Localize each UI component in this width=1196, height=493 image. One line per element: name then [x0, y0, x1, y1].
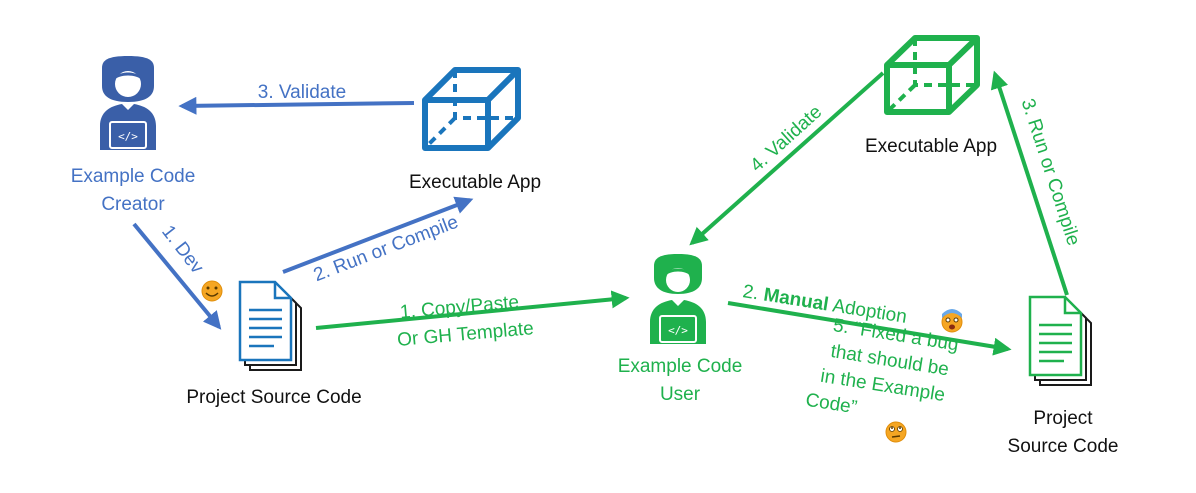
rolling-eyes-emoji-icon [885, 421, 907, 443]
arrow-dev [132, 222, 222, 330]
arrow-adoption [727, 301, 1012, 356]
arrow-copy-paste [315, 290, 630, 330]
left-source-label: Project Source Code [186, 387, 361, 408]
arrow-validate-left [178, 96, 415, 115]
left-app-label: Executable App [409, 172, 541, 193]
right-source-documents-icon [1028, 295, 1092, 386]
arrow-copy-label-line2: Or GH Template [396, 318, 534, 351]
bug-note-line4: Code” [804, 390, 858, 419]
arrow-run-left [282, 196, 474, 274]
svg-text:</>: </> [668, 324, 688, 337]
user-label-line2: User [660, 384, 701, 405]
arrow-copy-label-line1: 1. Copy/Paste [399, 292, 520, 323]
bug-note: 5. “Fixed a bug that should be in the Ex… [804, 315, 960, 419]
arrow-validate-right-label: 4. Validate [746, 102, 826, 177]
right-source-label-line1: Project [1033, 408, 1093, 429]
app-cube-icon [422, 67, 521, 151]
creator-label-line2: Creator [101, 194, 165, 215]
right-app-cube-icon [884, 35, 980, 115]
user-developer-icon: </> [650, 254, 706, 344]
smile-emoji-icon [201, 280, 223, 302]
right-app-label: Executable App [865, 136, 997, 157]
arrow-validate-left-label: 3. Validate [258, 82, 346, 103]
creator-label-line1: Example Code [71, 166, 196, 187]
svg-text:</>: </> [118, 130, 138, 143]
arrow-run-right [990, 70, 1069, 296]
right-source-label-line2: Source Code [1008, 436, 1119, 457]
user-label-line1: Example Code [618, 356, 743, 377]
scared-emoji-icon [941, 309, 963, 333]
arrow-dev-label: 1. Dev [157, 222, 208, 279]
arrow-run-left-label: 2. Run or Compile [311, 212, 461, 286]
creator-developer-icon: </> [100, 56, 156, 150]
arrow-validate-right [689, 71, 885, 246]
left-source-documents-icon [238, 280, 302, 371]
